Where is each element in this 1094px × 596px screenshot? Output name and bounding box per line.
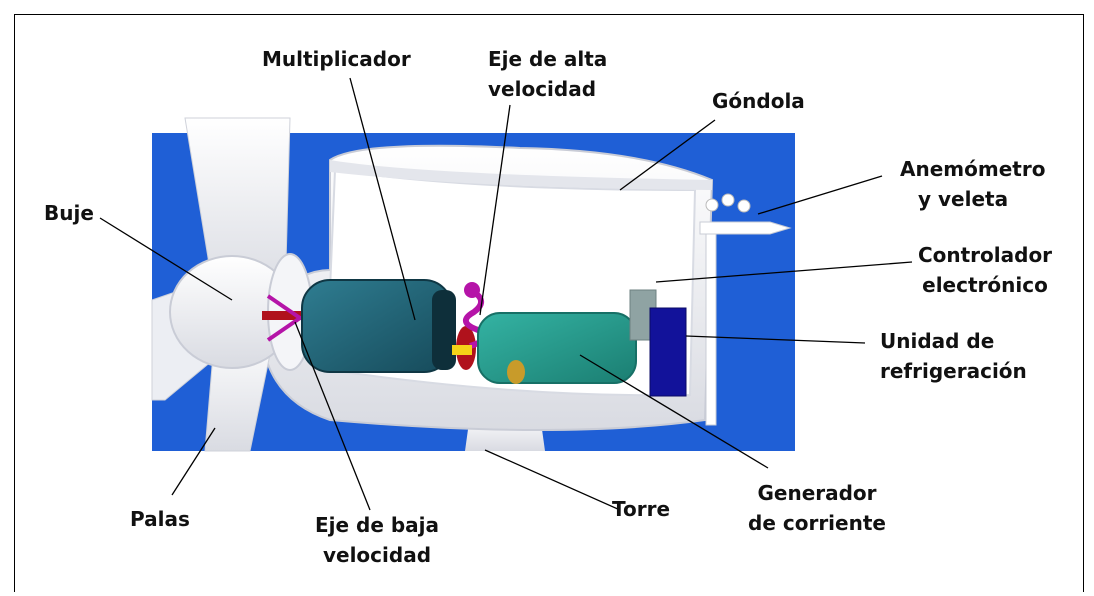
label-anemometro: Anemómetro y veleta — [900, 154, 1045, 214]
wind-vane — [699, 221, 792, 235]
label-anemometro-line2: y veleta — [918, 187, 1009, 211]
leader-unidad — [685, 335, 866, 344]
anemometer-cup — [721, 193, 735, 207]
shaft-coupling — [452, 345, 472, 355]
label-unidad-line2: refrigeración — [880, 359, 1027, 383]
generator-foot — [507, 360, 525, 384]
leader-palas — [171, 427, 216, 496]
label-anemometro-line1: Anemómetro — [900, 157, 1046, 181]
label-eje-alta-line2: velocidad — [488, 77, 597, 101]
cooling-unit — [649, 307, 687, 397]
label-multiplicador: Multiplicador — [262, 47, 411, 71]
label-buje: Buje — [44, 201, 94, 225]
nacelle-lip — [330, 160, 712, 190]
anemometer-cup — [705, 198, 719, 212]
anemometer-cup — [737, 199, 751, 213]
label-unidad-line1: Unidad de — [880, 329, 995, 353]
label-eje-alta: Eje de alta velocidad — [488, 44, 607, 104]
leader-eje-alta — [479, 104, 511, 316]
label-controlador-line1: Controlador — [917, 243, 1053, 267]
leader-multiplicador — [349, 77, 416, 321]
leader-torre — [484, 449, 621, 511]
gearbox — [301, 279, 453, 373]
label-gondola: Góndola — [712, 89, 805, 113]
diagram-frame — [14, 14, 1084, 592]
leader-controlador — [655, 261, 913, 283]
label-unidad: Unidad de refrigeración — [880, 326, 1027, 386]
leader-generador — [579, 354, 769, 469]
generator — [477, 312, 637, 384]
leader-gondola — [619, 119, 716, 191]
shaft-bracket — [266, 294, 304, 342]
label-eje-baja-line1: Eje de baja — [314, 513, 440, 537]
label-eje-baja: Eje de baja velocidad — [302, 510, 452, 570]
label-torre: Torre — [612, 497, 671, 521]
leader-anemometro — [757, 175, 883, 215]
high-speed-shaft-knob — [464, 282, 480, 298]
gearbox-face — [432, 290, 456, 370]
label-palas: Palas — [130, 507, 190, 531]
label-controlador: Controlador electrónico — [910, 240, 1060, 300]
label-eje-alta-line1: Eje de alta — [488, 47, 608, 71]
label-controlador-line2: electrónico — [922, 273, 1048, 297]
label-generador-line2: de corriente — [748, 511, 886, 535]
label-eje-baja-line2: velocidad — [322, 543, 432, 567]
leader-buje — [99, 217, 233, 301]
label-generador: Generador de corriente — [732, 478, 902, 538]
tail-mast — [705, 224, 717, 426]
label-generador-line1: Generador — [757, 481, 877, 505]
leader-lines — [99, 77, 913, 511]
leader-eje-baja — [294, 321, 371, 511]
low-speed-shaft — [262, 311, 310, 320]
